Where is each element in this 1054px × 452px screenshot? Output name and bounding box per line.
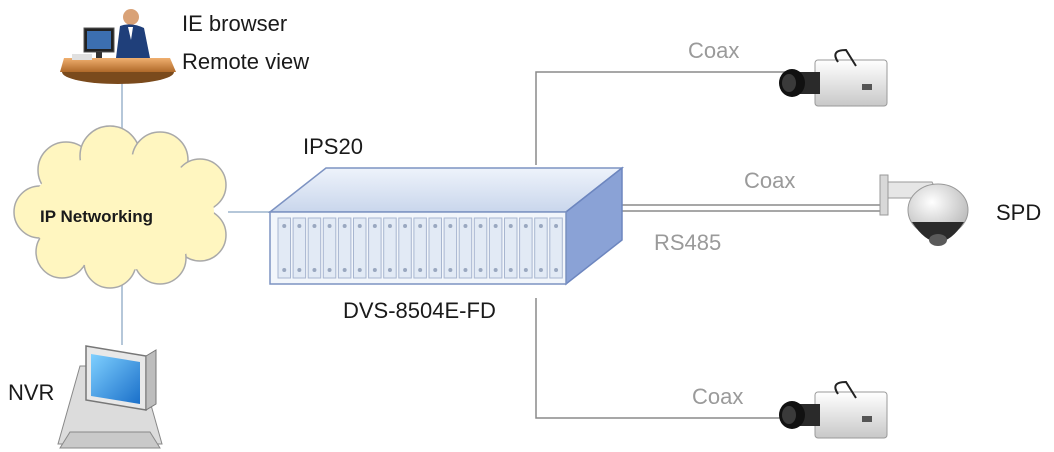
switch-slot <box>383 217 397 279</box>
slot-screw <box>478 224 483 228</box>
slot-screw <box>372 224 377 228</box>
slot-screw <box>312 224 317 228</box>
slot-screw <box>508 268 513 272</box>
link-bottom-camera <box>535 298 790 419</box>
slot-screw <box>448 224 453 228</box>
link-top-camera <box>535 71 790 165</box>
slot-screw <box>327 268 332 272</box>
switch-bottom-label: DVS-8504E-FD <box>343 298 496 323</box>
slot-screw <box>342 224 347 228</box>
switch-slot <box>398 217 412 279</box>
switch-slot <box>473 217 488 279</box>
switch-slot <box>277 217 291 279</box>
slot-screw <box>312 268 317 272</box>
box-camera-bottom-icon <box>779 380 888 439</box>
slot-screw <box>403 268 408 272</box>
slot-screw <box>357 224 362 228</box>
slot-screw <box>554 224 559 228</box>
slot-screw <box>387 224 392 228</box>
switch-slot <box>368 217 382 279</box>
link-label-rs485: RS485 <box>654 230 722 255</box>
slot-screw <box>357 268 362 272</box>
speed-dome-icon <box>879 174 969 246</box>
remote-label-line2: Remote view <box>182 49 310 74</box>
slot-screw <box>554 268 559 272</box>
slot-screw <box>493 268 498 272</box>
ips20-switch-icon <box>267 166 625 286</box>
switch-slot <box>519 217 533 279</box>
slot-screw <box>342 268 347 272</box>
remote-user-icon <box>60 9 176 84</box>
switch-slot <box>307 217 322 279</box>
slot-screw <box>463 268 468 272</box>
link-label-top: Coax <box>688 38 740 63</box>
slot-screw <box>478 268 483 272</box>
nvr-computer-icon <box>57 345 163 449</box>
slot-screw <box>433 268 438 272</box>
switch-slots <box>277 217 563 279</box>
slot-screw <box>372 268 377 272</box>
switch-slot <box>443 217 458 279</box>
slot-screw <box>493 224 498 228</box>
switch-slot <box>549 217 563 279</box>
slot-screw <box>433 224 438 228</box>
dome-label: SPD <box>996 200 1042 225</box>
switch-slot <box>504 217 518 279</box>
switch-slot <box>534 217 548 279</box>
slot-screw <box>297 268 302 272</box>
switch-slot <box>322 217 337 279</box>
remote-label-line1: IE browser <box>182 11 288 36</box>
switch-top-label: IPS20 <box>303 134 363 159</box>
switch-slot <box>353 217 367 279</box>
slot-screw <box>297 224 302 228</box>
nvr-label: NVR <box>8 380 55 405</box>
link-label-bottom: Coax <box>692 384 744 409</box>
slot-screw <box>463 224 468 228</box>
link-label-middle: Coax <box>744 168 796 193</box>
switch-slot <box>292 217 307 279</box>
slot-screw <box>523 224 528 228</box>
slot-screw <box>538 224 543 228</box>
switch-slot <box>488 217 503 279</box>
slot-screw <box>448 268 453 272</box>
box-camera-top-icon <box>779 48 888 107</box>
switch-slot <box>413 217 427 279</box>
switch-slot <box>458 217 473 279</box>
slot-screw <box>418 224 423 228</box>
slot-screw <box>538 268 543 272</box>
cloud-icon <box>13 125 227 289</box>
slot-screw <box>418 268 423 272</box>
switch-slot <box>337 217 352 279</box>
slot-screw <box>508 224 513 228</box>
switch-slot <box>428 217 442 279</box>
slot-screw <box>282 268 287 272</box>
slot-screw <box>387 268 392 272</box>
slot-screw <box>327 224 332 228</box>
slot-screw <box>523 268 528 272</box>
network-label: IP Networking <box>40 207 154 226</box>
slot-screw <box>282 224 287 228</box>
slot-screw <box>403 224 408 228</box>
